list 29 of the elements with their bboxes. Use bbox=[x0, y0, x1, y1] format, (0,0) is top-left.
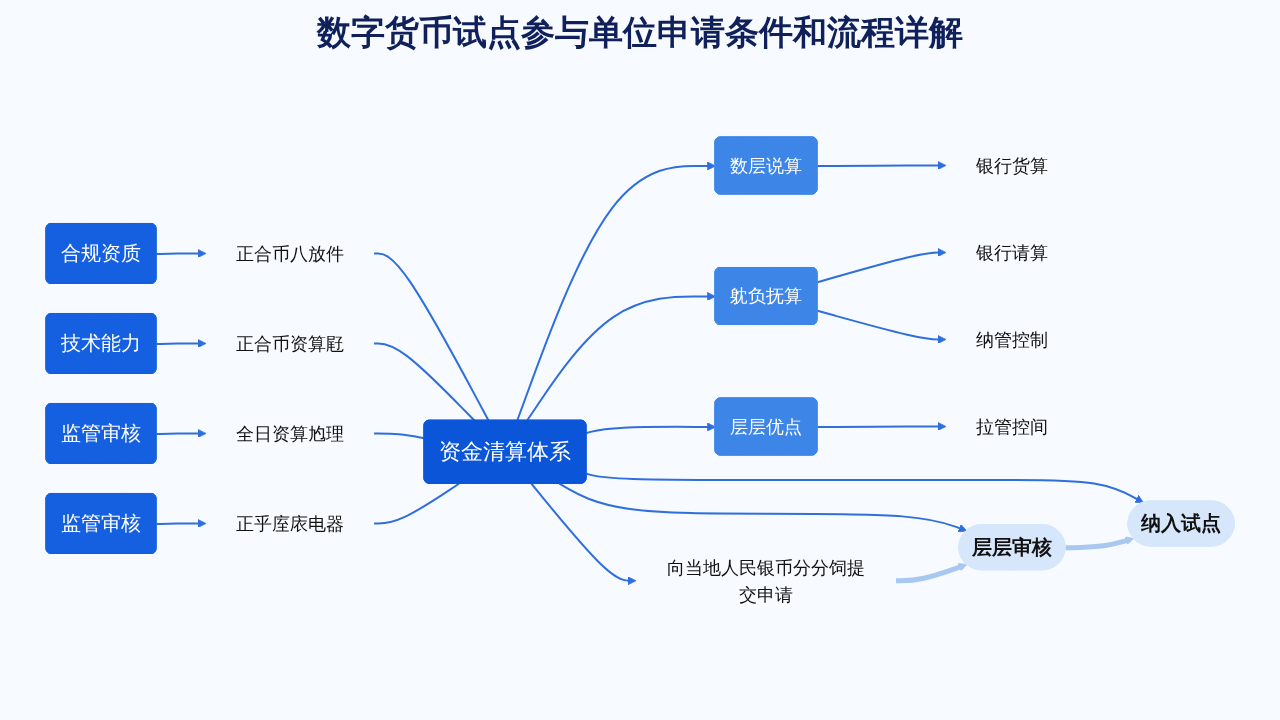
arrow bbox=[816, 309, 947, 344]
node-text: 银行请算 bbox=[975, 242, 1048, 264]
connector bbox=[372, 482, 460, 525]
arrow bbox=[1065, 536, 1135, 551]
arrow bbox=[585, 472, 1144, 504]
node-text: 全日资算尥理 bbox=[235, 423, 344, 445]
title: 数字货币试点参与单位申请条件和流程详解 bbox=[315, 11, 964, 54]
connector bbox=[372, 252, 490, 422]
node-text: 拉管控间 bbox=[975, 416, 1048, 438]
arrow bbox=[816, 248, 947, 284]
arrow bbox=[516, 161, 716, 422]
arrow bbox=[155, 339, 207, 348]
arrow bbox=[816, 422, 947, 431]
arrow bbox=[895, 563, 968, 584]
arrow bbox=[530, 482, 637, 586]
arrow bbox=[155, 519, 207, 528]
node-text: 正合币八放件 bbox=[235, 243, 344, 265]
arrow bbox=[525, 292, 716, 422]
node-text: 向当地人民银币分分饲提交申请 bbox=[666, 556, 865, 605]
node-text: 正合币资算屘 bbox=[235, 333, 344, 355]
node-text: 银行货算 bbox=[975, 155, 1048, 177]
connector bbox=[372, 342, 476, 422]
arrow bbox=[155, 429, 207, 438]
arrow bbox=[585, 422, 716, 435]
arrow bbox=[155, 249, 207, 258]
arrow bbox=[816, 161, 947, 170]
node-text: 纳管控制 bbox=[975, 329, 1048, 351]
node-text: 正乎庢庡电器 bbox=[235, 513, 344, 535]
arrow bbox=[558, 482, 968, 533]
